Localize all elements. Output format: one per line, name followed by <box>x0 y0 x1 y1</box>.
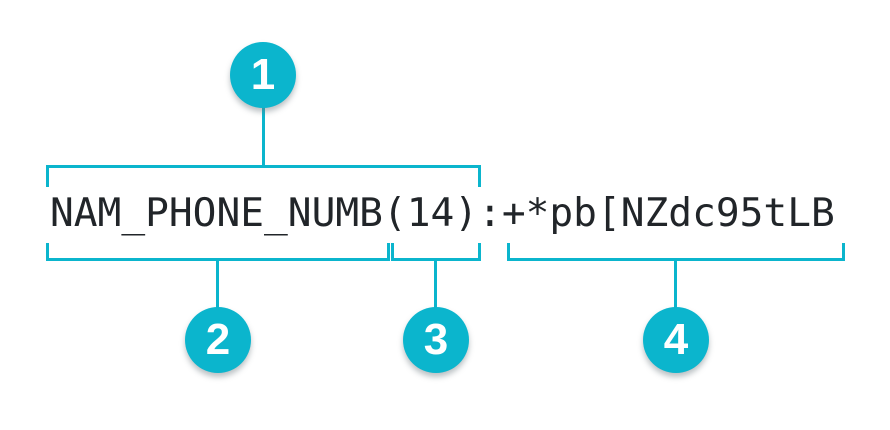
marker-4-connector <box>674 259 677 311</box>
marker-1-connector <box>262 100 265 168</box>
marker-4-badge: 4 <box>643 307 709 373</box>
token-string: NAM_PHONE_NUMB(14):+*pb[NZdc95tLB <box>50 190 835 236</box>
marker-2-connector <box>216 259 219 311</box>
marker-1-badge: 1 <box>230 42 296 108</box>
marker-3-connector <box>434 259 437 311</box>
bracket-full-token <box>46 165 481 187</box>
marker-3-badge: 3 <box>403 307 469 373</box>
marker-2-badge: 2 <box>185 307 251 373</box>
